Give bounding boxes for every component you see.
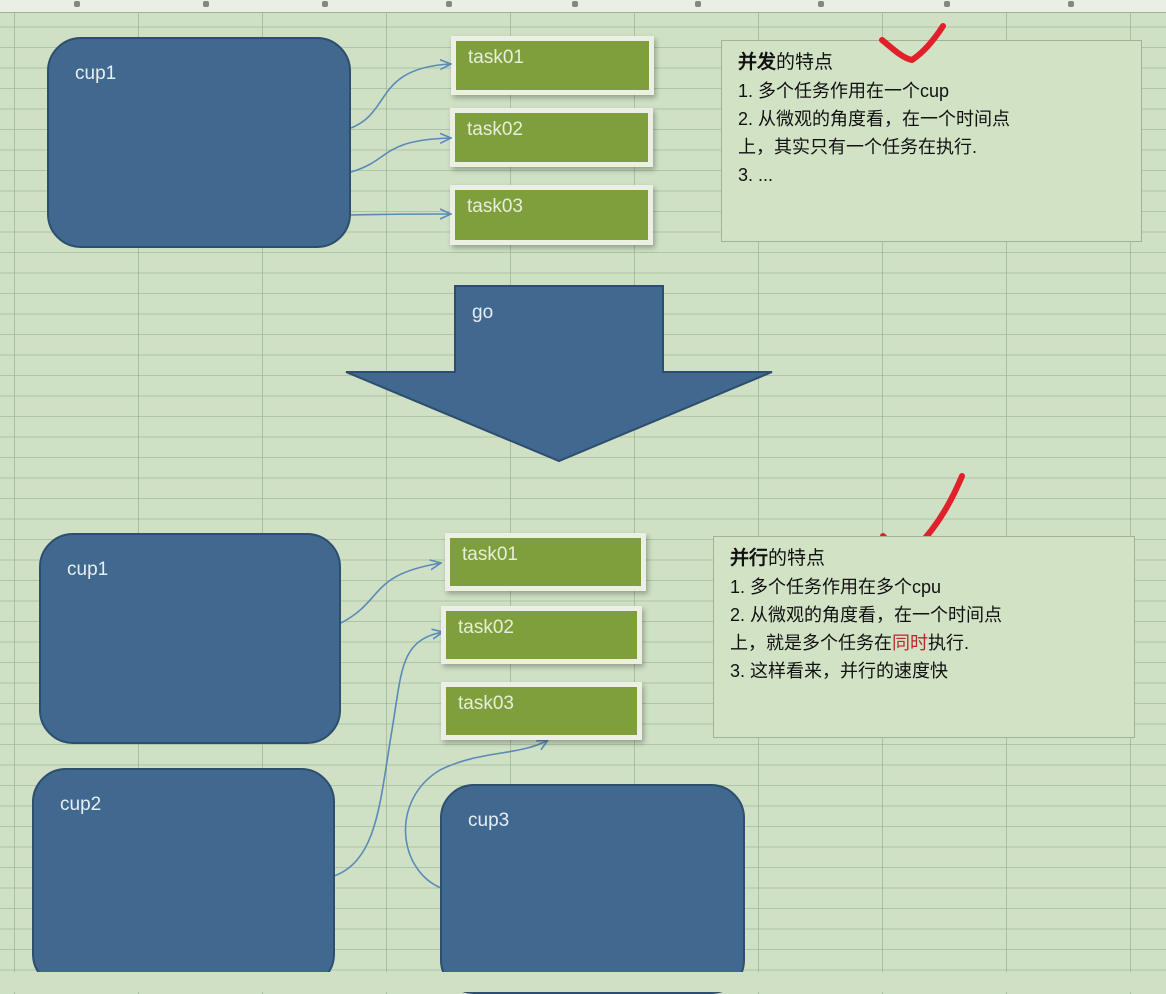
go-arrow-label: go [472, 302, 494, 323]
connector-arrow [350, 138, 451, 173]
note-line-text: 上，就是多个任务在 [730, 633, 892, 653]
task-label: task01 [456, 41, 649, 90]
task-label: task01 [450, 538, 641, 586]
note-line: 1. 多个任务作用在多个cpu [730, 577, 942, 597]
task-box-bottom-3: task03 [441, 682, 642, 740]
cpu-box-bottom-1: cup1 [39, 533, 341, 744]
connector-arrow [404, 740, 548, 889]
note-line-text: 执行. [928, 633, 970, 653]
cpu-label: cup1 [67, 559, 109, 580]
go-arrow [345, 285, 773, 463]
note-line: 1. 多个任务作用在一个cup [738, 81, 950, 101]
note-line: 上，其实只有一个任务在执行. [738, 137, 977, 157]
task-label: task03 [446, 687, 637, 735]
cpu-box-top: cup1 [47, 37, 351, 248]
cpu-box-bottom-2: cup2 [32, 768, 335, 988]
connector-arrow [350, 64, 451, 129]
note-title: 并行的特点 [730, 545, 1118, 573]
note-title: 并发的特点 [738, 49, 1125, 77]
connector-arrow [340, 563, 441, 624]
note-line: 上，就是多个任务在同时执行. [730, 629, 1118, 657]
parallelism-note: 并行的特点 1. 多个任务作用在多个cpu 2. 从微观的角度看，在一个时间点 … [713, 536, 1135, 738]
cpu-label: cup3 [468, 810, 510, 831]
task-box-top-3: task03 [450, 185, 653, 245]
task-box-bottom-2: task02 [441, 606, 642, 664]
note-title-rest: 的特点 [776, 52, 834, 73]
cpu-box-bottom-3: cup3 [440, 784, 745, 994]
cpu-label: cup1 [75, 63, 117, 84]
note-title-bold: 并发 [738, 52, 777, 73]
task-box-top-2: task02 [450, 108, 653, 167]
note-line: 3. 这样看来，并行的速度快 [730, 661, 949, 681]
connector-arrow [350, 214, 451, 215]
cpu-label: cup2 [60, 794, 102, 815]
note-title-bold: 并行 [730, 548, 769, 569]
note-title-rest: 的特点 [768, 548, 826, 569]
checkmark-icon [879, 23, 946, 63]
bottom-margin [0, 972, 1166, 992]
note-line: 2. 从微观的角度看，在一个时间点 [738, 109, 1011, 129]
task-label: task02 [455, 113, 648, 162]
connector-arrow [333, 632, 443, 877]
task-box-bottom-1: task01 [445, 533, 646, 591]
note-highlight-text: 同时 [892, 633, 928, 653]
note-line: 2. 从微观的角度看，在一个时间点 [730, 605, 1003, 625]
concurrency-note: 并发的特点 1. 多个任务作用在一个cup 2. 从微观的角度看，在一个时间点 … [721, 40, 1142, 242]
task-box-top-1: task01 [451, 36, 654, 95]
task-label: task02 [446, 611, 637, 659]
task-label: task03 [455, 190, 648, 240]
note-line: 3. ... [738, 165, 774, 185]
sheet-column-header [0, 0, 1166, 13]
